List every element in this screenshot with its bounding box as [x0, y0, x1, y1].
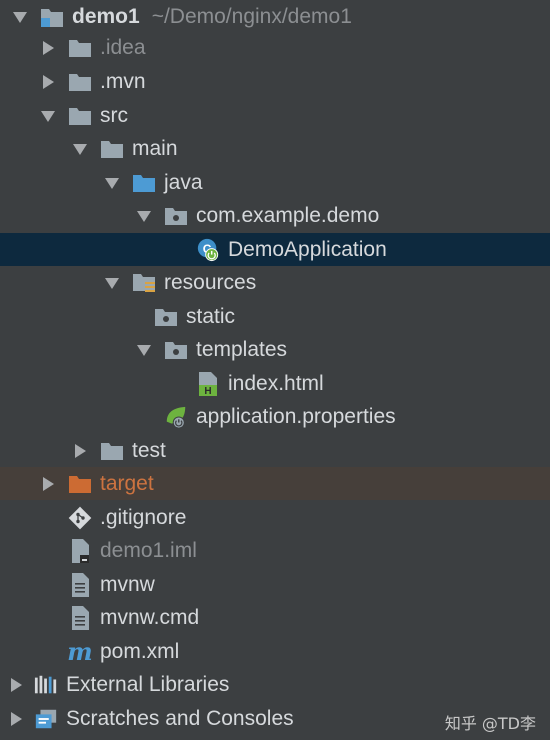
spring-properties-icon [164, 405, 188, 429]
folder-icon [68, 104, 92, 128]
chevron-down-icon[interactable] [70, 139, 90, 159]
tree-item-idea[interactable]: .idea [0, 31, 550, 64]
chevron-right-icon[interactable] [6, 675, 26, 695]
tree-item-static[interactable]: static [0, 300, 550, 333]
iml-file-icon [68, 538, 92, 563]
tree-item-java[interactable]: java [0, 166, 550, 199]
tree-item-scratches[interactable]: Scratches and Consoles [0, 702, 550, 735]
tree-item-gitignore[interactable]: .gitignore [0, 501, 550, 534]
tree-item-label: target [100, 472, 154, 495]
tree-item-iml[interactable]: demo1.iml [0, 534, 550, 567]
chevron-down-icon[interactable] [10, 7, 30, 27]
text-file-icon [68, 572, 92, 597]
watermark: 知乎 @TD李 [444, 714, 536, 733]
tree-item-label: main [132, 137, 178, 160]
tree-item-label: application.properties [196, 405, 396, 428]
chevron-down-icon[interactable] [102, 273, 122, 293]
chevron-down-icon[interactable] [38, 106, 58, 126]
chevron-right-icon[interactable] [38, 38, 58, 58]
chevron-down-icon[interactable] [134, 340, 154, 360]
html-file-icon: H [196, 371, 220, 397]
tree-item-mvn[interactable]: .mvn [0, 65, 550, 98]
scratches-icon [34, 707, 58, 731]
tree-item-label: java [164, 171, 203, 194]
tree-item-label: static [186, 305, 236, 328]
tree-item-label: mvnw.cmd [100, 606, 200, 629]
tree-item-label: .gitignore [100, 506, 187, 529]
tree-item-package[interactable]: com.example.demo [0, 199, 550, 232]
source-folder-icon [132, 171, 156, 195]
tree-item-mvnw-cmd[interactable]: mvnw.cmd [0, 601, 550, 634]
tree-item-label: DemoApplication [228, 238, 387, 261]
chevron-right-icon[interactable] [38, 474, 58, 494]
chevron-down-icon[interactable] [134, 206, 154, 226]
tree-item-label: mvnw [100, 573, 155, 596]
tree-item-external-libraries[interactable]: External Libraries [0, 668, 550, 701]
tree-item-label: src [100, 104, 128, 127]
excluded-folder-icon [68, 472, 92, 496]
package-icon [164, 204, 188, 228]
tree-item-label: demo1.iml [100, 539, 197, 562]
chevron-down-icon[interactable] [102, 173, 122, 193]
tree-item-label: Scratches and Consoles [66, 707, 294, 730]
tree-item-label: demo1 [72, 5, 140, 28]
project-path: ~/Demo/nginx/demo1 [151, 5, 352, 28]
tree-item-target[interactable]: target [0, 467, 550, 500]
spring-boot-class-icon: C [196, 238, 220, 262]
tree-item-index-html[interactable]: H index.html [0, 367, 550, 400]
folder-icon [68, 70, 92, 94]
tree-item-templates[interactable]: templates [0, 333, 550, 366]
tree-item-demo1[interactable]: demo1 ~/Demo/nginx/demo1 [0, 0, 550, 33]
tree-item-src[interactable]: src [0, 99, 550, 132]
tree-item-test[interactable]: test [0, 434, 550, 467]
tree-item-label: .idea [100, 36, 146, 59]
tree-item-demo-application[interactable]: C DemoApplication [0, 233, 550, 266]
git-icon [68, 506, 92, 530]
svg-text:H: H [204, 386, 211, 397]
folder-icon [68, 36, 92, 60]
tree-item-label: pom.xml [100, 640, 180, 663]
svg-text:m: m [68, 640, 92, 664]
chevron-right-icon[interactable] [38, 72, 58, 92]
tree-item-label: .mvn [100, 70, 146, 93]
package-icon [154, 305, 178, 329]
module-folder-icon [40, 5, 64, 29]
tree-item-label: External Libraries [66, 673, 230, 696]
libraries-icon [34, 673, 58, 697]
tree-item-label: templates [196, 338, 288, 361]
text-file-icon [68, 605, 92, 630]
chevron-right-icon[interactable] [6, 709, 26, 729]
tree-item-mvnw[interactable]: mvnw [0, 568, 550, 601]
package-icon [164, 338, 188, 362]
tree-item-label: resources [164, 271, 257, 294]
tree-item-application-properties[interactable]: application.properties [0, 400, 550, 433]
tree-item-resources[interactable]: resources [0, 266, 550, 299]
chevron-right-icon[interactable] [70, 441, 90, 461]
tree-item-pom-xml[interactable]: m pom.xml [0, 635, 550, 668]
tree-item-label: index.html [228, 372, 324, 395]
svg-text:C: C [203, 241, 212, 255]
maven-icon: m [68, 640, 92, 664]
folder-icon [100, 137, 124, 161]
tree-item-label: test [132, 439, 166, 462]
tree-item-label: com.example.demo [196, 204, 380, 227]
resources-folder-icon [132, 271, 156, 295]
tree-item-main[interactable]: main [0, 132, 550, 165]
folder-icon [100, 439, 124, 463]
